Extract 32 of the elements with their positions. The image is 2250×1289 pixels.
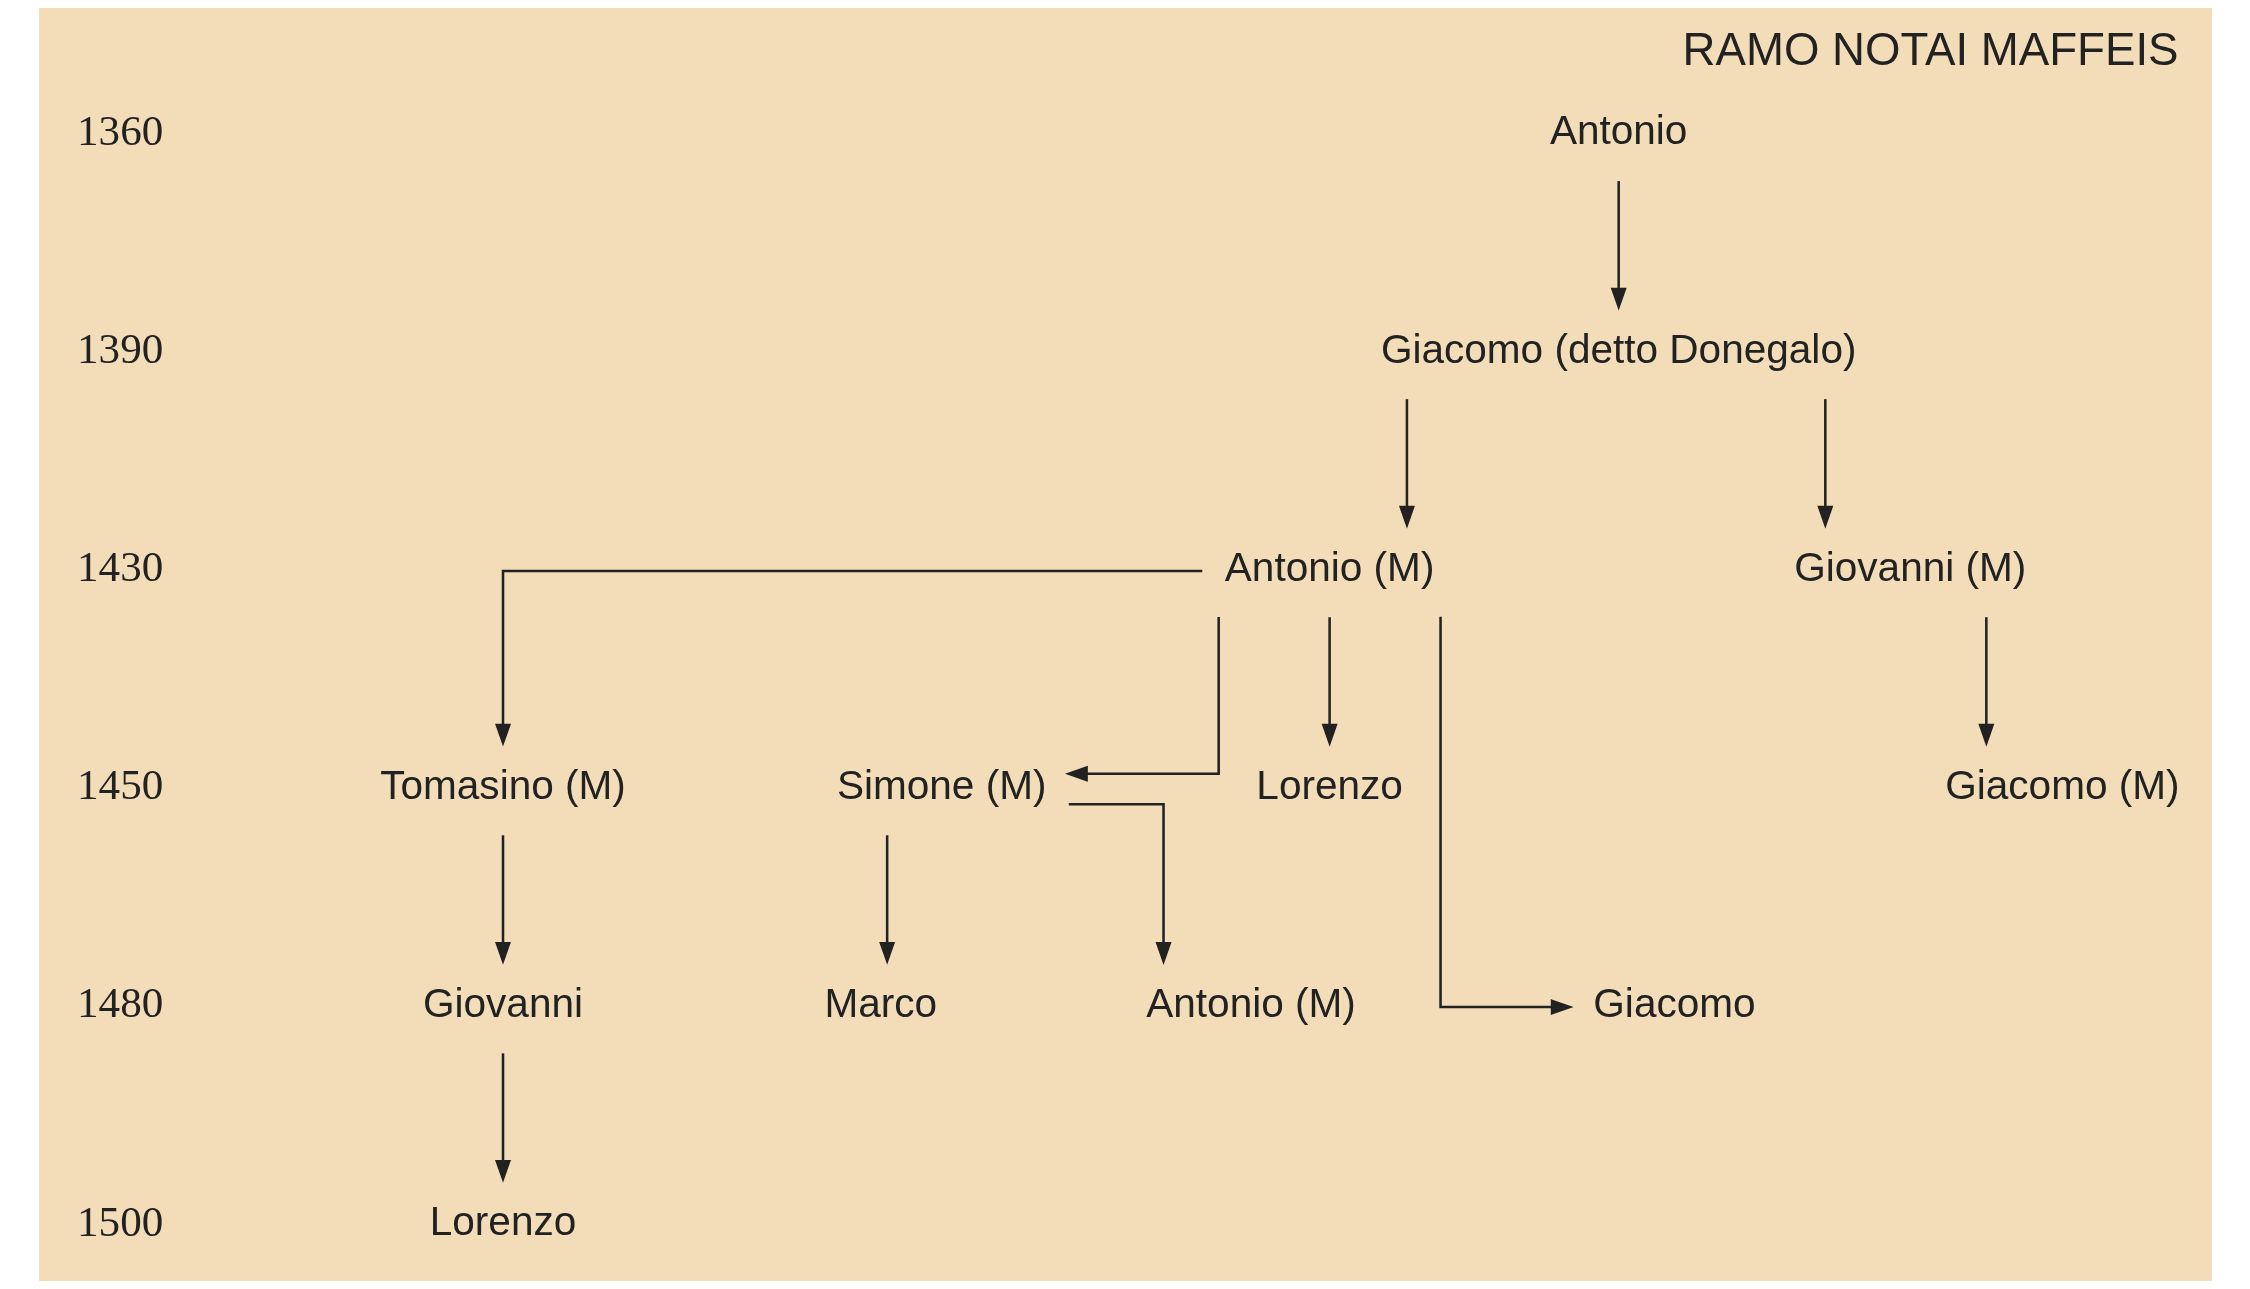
- node-text: Antonio: [1549, 107, 1687, 154]
- label: 1480: [76, 979, 163, 1027]
- node-text: Giacomo (detto Donegalo): [1380, 325, 1856, 372]
- label: 1430: [76, 543, 163, 591]
- arrow: [1438, 616, 1574, 1016]
- arrow: [1064, 617, 1220, 782]
- node-text: Antonio (M): [1224, 543, 1434, 590]
- label: 1360: [76, 107, 163, 155]
- node-text: Giacomo (M): [1944, 761, 2180, 808]
- label: 1450: [76, 761, 163, 809]
- node-text: Simone (M): [836, 761, 1046, 808]
- node-text: Tomasino (M): [379, 761, 626, 808]
- diagram-title: RAMO NOTAI MAFFEIS: [1682, 23, 2179, 75]
- label: 1500: [76, 1197, 163, 1245]
- arrow: [1321, 617, 1338, 747]
- label: 1390: [76, 325, 163, 373]
- node-text: Antonio (M): [1145, 979, 1356, 1026]
- arrow: [494, 835, 511, 965]
- node-text: Lorenzo: [1255, 761, 1403, 808]
- arrow: [1398, 399, 1415, 529]
- arrow: [494, 569, 1202, 747]
- arrow: [1816, 399, 1833, 529]
- node-text: Giovanni (M): [1793, 543, 2026, 590]
- arrow: [494, 1053, 511, 1183]
- arrow: [1977, 617, 1994, 747]
- arrow: [1068, 802, 1172, 965]
- node-text: Lorenzo: [429, 1197, 576, 1244]
- node-text: Giacomo: [1592, 979, 1756, 1026]
- node-text: Marco: [823, 979, 937, 1026]
- node-text: Giovanni: [422, 979, 583, 1026]
- arrow: [1610, 181, 1627, 311]
- arrow: [878, 835, 895, 965]
